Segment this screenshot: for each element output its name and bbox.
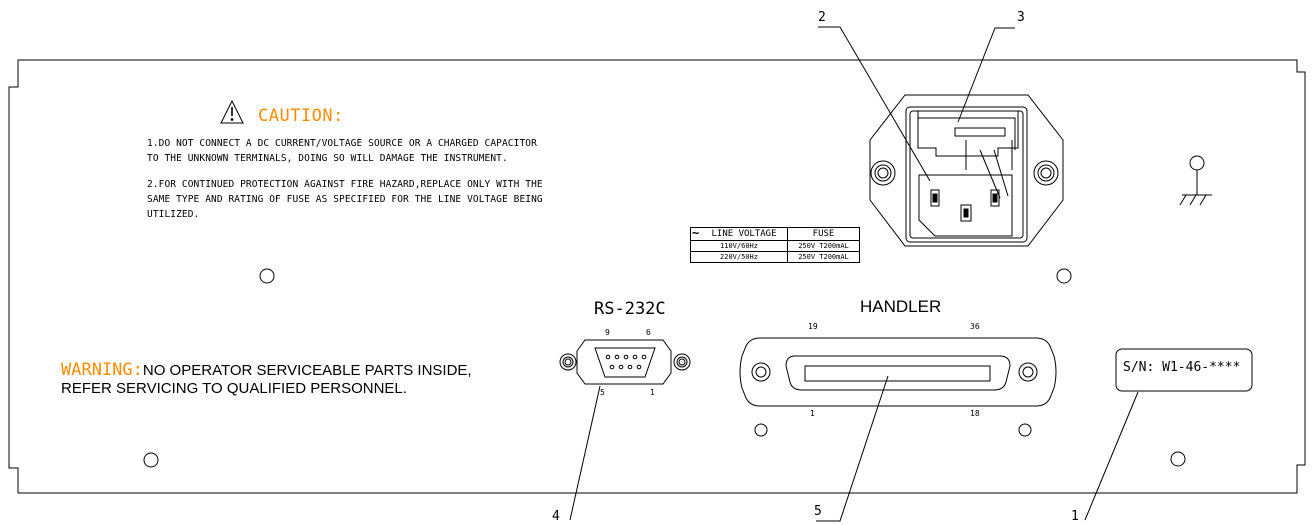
serial-box	[1115, 348, 1253, 392]
handler-pin-18: 18	[970, 409, 980, 418]
caution-line-2: TO THE UNKNOWN TERMINALS, DOING SO WILL …	[147, 153, 508, 164]
ground-icon	[1179, 155, 1212, 206]
caution-title: CAUTION:	[258, 106, 344, 126]
handler-pin-19: 19	[808, 322, 818, 331]
caution-triangle-icon	[220, 99, 244, 124]
header-fuse: FUSE	[787, 227, 860, 241]
voltage-cell: 220V/50Hz	[690, 251, 788, 263]
caution-line-3: 2.FOR CONTINUED PROTECTION AGAINST FIRE …	[147, 179, 543, 190]
mounting-hole	[754, 423, 768, 437]
mounting-hole	[259, 268, 275, 284]
warning-text-1: NO OPERATOR SERVICEABLE PARTS INSIDE,	[142, 362, 472, 379]
rs232-pin-1: 1	[650, 388, 655, 397]
mounting-hole	[1170, 451, 1186, 467]
callout-3: 3	[1017, 10, 1025, 25]
rs232-pin-5: 5	[600, 388, 605, 397]
callout-2: 2	[818, 10, 826, 25]
panel-outline	[8, 59, 1306, 494]
fuse-cell: 250V T200mAL	[787, 240, 860, 252]
fuse-cell: 250V T200mAL	[787, 251, 860, 263]
fuse-table-header: LINE VOLTAGE FUSE	[690, 227, 860, 241]
header-line-voltage: LINE VOLTAGE	[690, 227, 788, 241]
handler-pin-36: 36	[970, 322, 980, 331]
warning-word: WARNING:	[61, 360, 143, 380]
caution-line-4: SAME TYPE AND RATING OF FUSE AS SPECIFIE…	[147, 194, 543, 205]
rs232-label: RS-232C	[594, 299, 666, 319]
warning-line-1: WARNING:NO OPERATOR SERVICEABLE PARTS IN…	[61, 362, 472, 379]
mounting-hole	[143, 452, 159, 468]
rs232-pin-9: 9	[605, 328, 610, 337]
callout-lines	[569, 26, 1139, 522]
rs232-pin-6: 6	[646, 328, 651, 337]
warning-line-2: REFER SERVICING TO QUALIFIED PERSONNEL.	[61, 380, 407, 397]
table-row: 110V/60Hz 250V T200mAL	[690, 240, 860, 252]
table-row: 220V/50Hz 250V T200mAL	[690, 251, 860, 263]
handler-pin-1: 1	[810, 409, 815, 418]
callout-4: 4	[552, 509, 560, 524]
handler-label: HANDLER	[860, 297, 942, 316]
mounting-hole	[1018, 423, 1032, 437]
callout-5: 5	[814, 504, 822, 519]
mounting-hole	[1056, 268, 1072, 284]
rs232-connector	[559, 339, 691, 385]
voltage-cell: 110V/60Hz	[690, 240, 788, 252]
handler-connector	[739, 337, 1057, 407]
caution-line-1: 1.DO NOT CONNECT A DC CURRENT/VOLTAGE SO…	[147, 138, 537, 149]
power-inlet	[869, 94, 1064, 247]
serial-number-label: S/N: W1-46-****	[1123, 360, 1241, 375]
caution-line-5: UTILIZED.	[147, 209, 200, 220]
callout-1: 1	[1071, 509, 1079, 524]
fuse-table: LINE VOLTAGE FUSE 110V/60Hz 250V T200mAL…	[690, 227, 860, 263]
